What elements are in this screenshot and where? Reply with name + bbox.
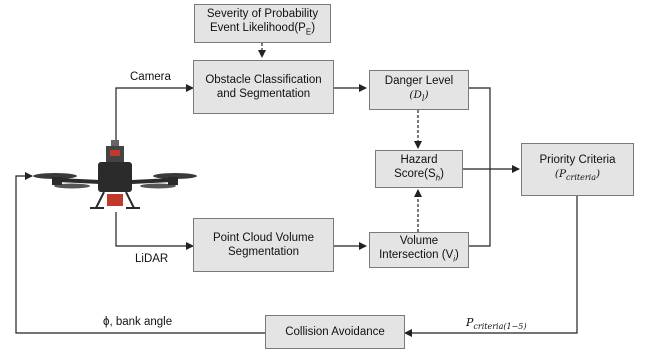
obstacle-line2: and Segmentation: [216, 88, 311, 100]
collision-line1: Collision Avoidance: [285, 326, 385, 338]
volume-box: Volume Intersection (Vi): [369, 232, 469, 268]
edge-danger-volume-bracket: [469, 87, 491, 247]
priority-range-label: Pcriteria(1−5): [466, 316, 527, 332]
severity-line1: Severity of Probability: [206, 8, 319, 21]
bank-angle-label: ϕ, bank angle: [103, 316, 173, 328]
edge-camera: [115, 84, 194, 145]
obstacle-line1: Obstacle Classification: [205, 74, 322, 86]
volume-line1: Volume: [399, 234, 439, 247]
camera-label: Camera: [130, 71, 171, 83]
pointcloud-line1: Point Cloud Volume: [212, 232, 314, 244]
danger-box: Danger Level (Dl): [369, 70, 469, 110]
danger-line1: Danger Level: [384, 74, 454, 87]
edge-priority-to-collision: [404, 196, 578, 337]
hazard-line2: Score(Sh): [394, 167, 444, 183]
edge-collision-feedback: [15, 172, 265, 334]
edge-lidar: [115, 212, 194, 250]
collision-box: Collision Avoidance: [265, 315, 405, 349]
hazard-box: Hazard Score(Sh): [375, 150, 463, 188]
quadcopter-drone-icon: [33, 140, 197, 209]
severity-box: Severity of Probability Event Likelihood…: [194, 4, 331, 43]
pointcloud-line2: Segmentation: [228, 246, 299, 258]
obstacle-box: Obstacle Classification and Segmentation: [193, 60, 334, 114]
severity-line2: Event Likelihood(PE): [209, 22, 316, 37]
pointcloud-box: Point Cloud Volume Segmentation: [193, 218, 334, 272]
hazard-line1: Hazard: [400, 153, 438, 166]
danger-symbol: (Dl): [409, 88, 429, 104]
priority-symbol: (Pcriteria): [554, 168, 601, 183]
priority-box: Priority Criteria (Pcriteria): [521, 143, 634, 196]
volume-line2: Intersection (Vi): [379, 248, 459, 264]
priority-line1: Priority Criteria: [539, 154, 616, 167]
lidar-label: LiDAR: [135, 253, 169, 265]
